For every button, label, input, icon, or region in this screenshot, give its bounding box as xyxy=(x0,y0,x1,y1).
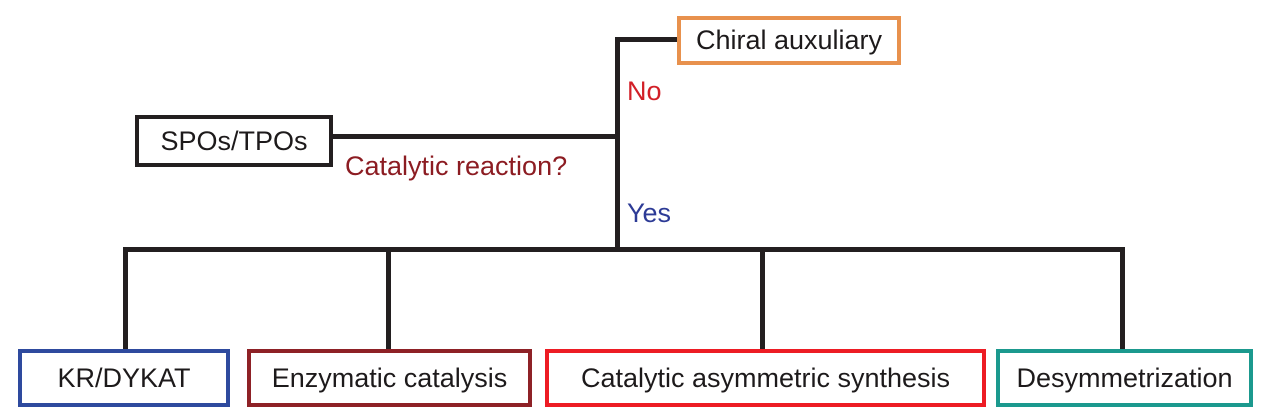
node-chiral-auxuliary: Chiral auxuliary xyxy=(677,16,901,65)
node-enzymatic-catalysis: Enzymatic catalysis xyxy=(247,349,532,407)
node-desymmetrization: Desymmetrization xyxy=(996,349,1253,407)
node-kr-dykat: KR/DYKAT xyxy=(18,349,230,407)
connector-yes-horizontal xyxy=(123,247,1125,252)
connector-trunk-vertical xyxy=(615,37,620,250)
connector-drop-desymmetrization xyxy=(1120,247,1125,350)
node-catalytic-asymmetric-synthesis: Catalytic asymmetric synthesis xyxy=(545,349,986,407)
connector-no-to-chiral xyxy=(615,37,677,42)
connector-drop-catalytic xyxy=(760,247,765,350)
edge-label-yes: Yes xyxy=(627,198,672,228)
connector-drop-enzymatic xyxy=(386,247,391,350)
node-spos-tpos: SPOs/TPOs xyxy=(135,115,333,167)
connector-root-to-trunk xyxy=(333,134,620,139)
edge-label-no: No xyxy=(627,76,662,106)
connector-drop-kr-dykat xyxy=(123,247,128,350)
edge-label-catalytic-reaction: Catalytic reaction? xyxy=(345,151,568,181)
